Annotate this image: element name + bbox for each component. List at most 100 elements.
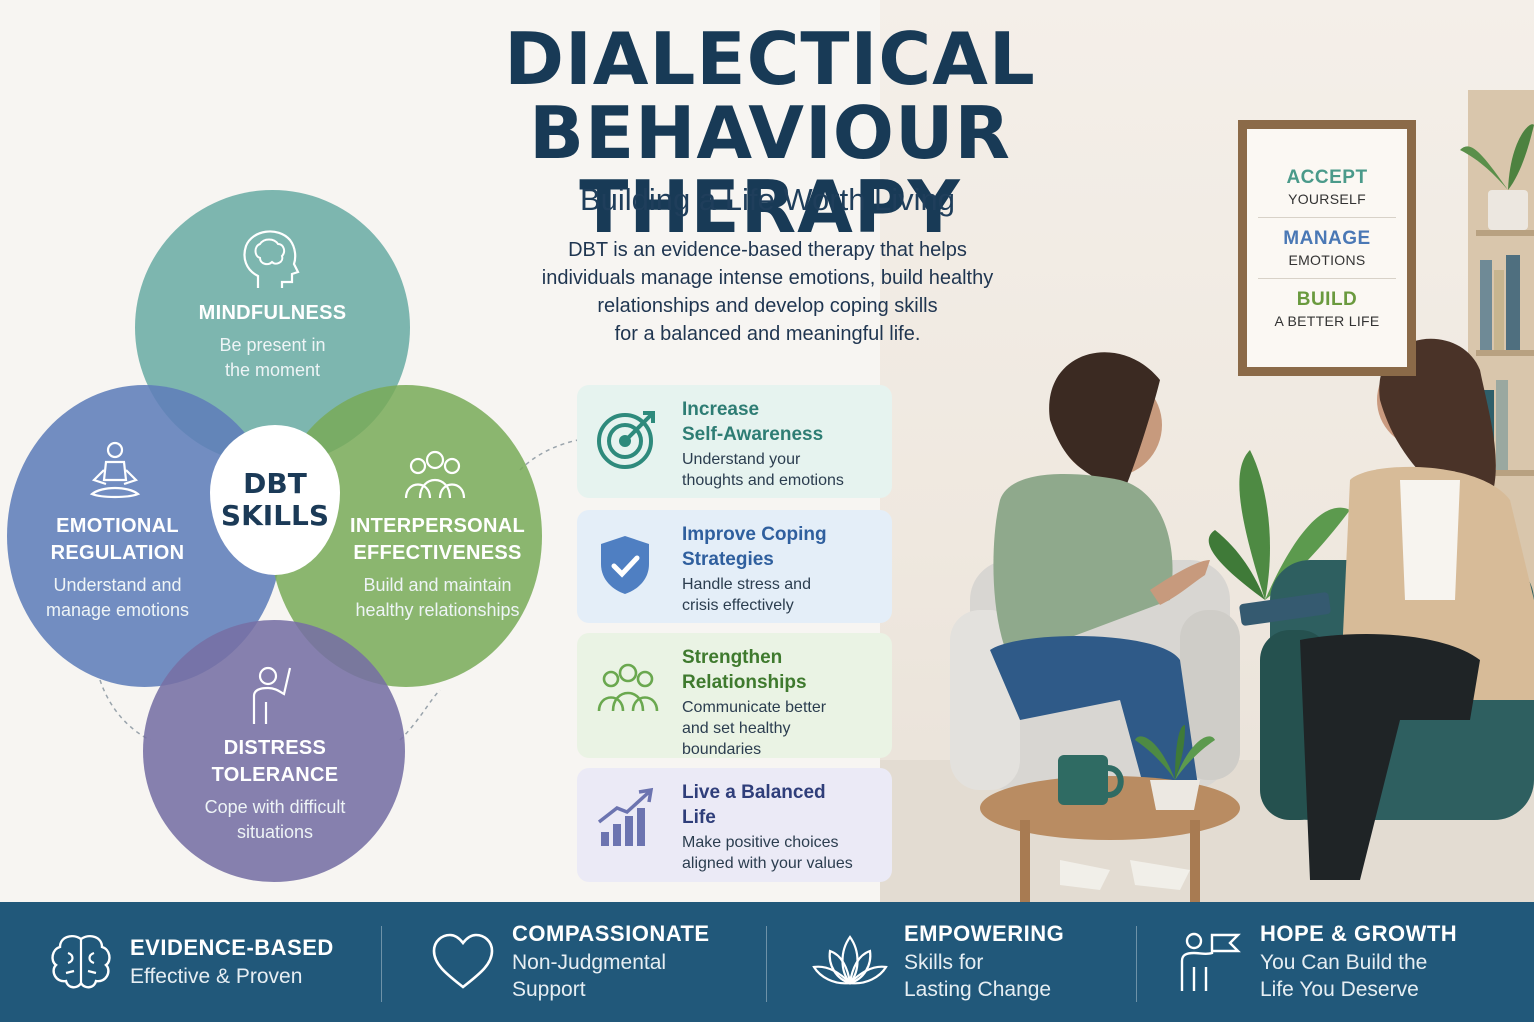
- benefit-card-coping: Improve Coping Strategies Handle stress …: [577, 510, 892, 623]
- mindfulness-desc: Be present in the moment: [175, 333, 370, 383]
- meditation-icon: [89, 441, 141, 499]
- footer-desc-compassionate-2: Support: [512, 978, 586, 1001]
- intro-line-1: DBT is an evidence-based therapy that he…: [568, 239, 967, 261]
- benefit-desc-3b: and set healthy: [682, 720, 791, 737]
- benefit-title-1a: Increase: [682, 399, 760, 420]
- dbt-skills-center: DBT SKILLS: [210, 425, 340, 575]
- benefit-card-self-awareness: Increase Self-Awareness Understand your …: [577, 385, 892, 498]
- interpersonal-title-1: INTERPERSONAL: [349, 515, 526, 537]
- benefit-desc-2a: Handle stress and: [682, 576, 811, 593]
- emotional-desc-2: manage emotions: [45, 600, 190, 620]
- distress-desc: Cope with difficult situations: [175, 795, 375, 845]
- benefit-desc-1b: thoughts and emotions: [682, 472, 844, 489]
- benefit-title-2a: Improve Coping: [682, 524, 827, 545]
- poster-manage-sub: EMOTIONS: [1288, 252, 1366, 268]
- benefit-title-3b: Relationships: [682, 672, 807, 693]
- footer-desc-evidence: Effective & Proven: [130, 964, 303, 988]
- distress-desc-1: Cope with difficult: [204, 797, 346, 817]
- footer-divider: [381, 926, 382, 1002]
- footer-title-evidence: EVIDENCE-BASED: [130, 934, 334, 960]
- benefit-desc-1a: Understand your: [682, 451, 801, 468]
- growth-chart-icon: [597, 787, 654, 846]
- intro-line-2: individuals manage intense emotions, bui…: [541, 267, 994, 289]
- emotional-desc-1: Understand and: [53, 575, 182, 595]
- distress-tolerance-label: DISTRESS TOLERANCE Cope with difficult s…: [175, 735, 375, 845]
- footer-text-hope: HOPE & GROWTH You Can Build the Life You…: [1260, 921, 1457, 1003]
- title-line-2: BEHAVIOUR THERAPY: [529, 91, 1011, 249]
- footer-desc-hope-2: Life You Deserve: [1260, 978, 1419, 1001]
- group-icon: [404, 450, 466, 499]
- footer-title-hope: HOPE & GROWTH: [1260, 921, 1458, 946]
- therapy-session-illustration: [880, 0, 1534, 902]
- mindfulness-desc-1: Be present in: [219, 335, 326, 355]
- footer-item-compassionate: COMPASSIONATE Non-Judgmental Support: [428, 902, 710, 1022]
- footer-divider: [1136, 926, 1137, 1002]
- mindfulness-label: MINDFULNESS Be present in the moment: [175, 300, 370, 383]
- raised-hand-icon: [252, 666, 292, 724]
- distress-tolerance-circle: [143, 620, 405, 882]
- benefit-desc-4: Make positive choices aligned with your …: [682, 832, 878, 874]
- benefit-title-2b: Strategies: [682, 549, 774, 570]
- interpersonal-desc-2: healthy relationships: [355, 600, 520, 620]
- footer-text-empowering: EMPOWERING Skills for Lasting Change: [904, 921, 1064, 1003]
- poster-manage: MANAGE: [1283, 228, 1371, 249]
- footer-title-empowering: EMPOWERING: [904, 921, 1065, 946]
- mindfulness-desc-2: the moment: [224, 360, 321, 380]
- benefit-desc-3c: boundaries: [682, 741, 762, 758]
- page-subtitle: Building a Life Worth Living: [579, 182, 956, 217]
- interpersonal-title-2: EFFECTIVENESS: [353, 542, 522, 564]
- poster-accept: ACCEPT: [1286, 167, 1368, 188]
- emotional-title-1: EMOTIONAL: [56, 515, 179, 537]
- benefit-desc-2b: crisis effectively: [682, 597, 794, 614]
- interpersonal-desc: Build and maintain healthy relationships: [340, 573, 535, 623]
- emotional-desc: Understand and manage emotions: [20, 573, 215, 623]
- benefit-desc-1: Understand your thoughts and emotions: [682, 449, 878, 491]
- center-label-1: DBT: [243, 467, 307, 500]
- benefit-card-balanced-life: Live a Balanced Life Make positive choic…: [577, 768, 892, 882]
- benefit-desc-3a: Communicate better: [682, 699, 827, 716]
- values-footer-bar: EVIDENCE-BASED Effective & Proven COMPAS…: [0, 902, 1534, 1022]
- poster-build: BUILD: [1296, 289, 1358, 310]
- heart-icon: [432, 933, 494, 989]
- benefit-title-4b: Life: [682, 807, 716, 828]
- footer-desc-empowering-1: Skills for: [904, 951, 984, 974]
- interpersonal-effectiveness-label: INTERPERSONAL EFFECTIVENESS Build and ma…: [340, 513, 535, 623]
- benefit-title-1b: Self-Awareness: [682, 424, 824, 445]
- benefit-desc-4b: aligned with your values: [682, 855, 853, 872]
- footer-desc-compassionate-1: Non-Judgmental: [512, 951, 667, 974]
- benefit-desc-2: Handle stress and crisis effectively: [682, 574, 878, 616]
- footer-divider: [766, 926, 767, 1002]
- intro-paragraph: DBT is an evidence-based therapy that he…: [480, 236, 1055, 348]
- distress-title-2: TOLERANCE: [211, 764, 339, 786]
- benefit-card-relationships: Strengthen Relationships Communicate bet…: [577, 633, 892, 758]
- mindfulness-title: MINDFULNESS: [198, 302, 347, 324]
- footer-title-compassionate: COMPASSIONATE: [512, 921, 710, 946]
- intro-line-3: relationships and develop coping skills: [597, 295, 938, 317]
- benefit-title-3a: Strengthen: [682, 647, 783, 668]
- target-icon: [597, 411, 655, 469]
- poster-build-sub: A BETTER LIFE: [1274, 313, 1380, 329]
- interpersonal-desc-1: Build and maintain: [363, 575, 512, 595]
- benefit-desc-4a: Make positive choices: [682, 834, 839, 851]
- benefit-desc-3: Communicate better and set healthy bound…: [682, 697, 878, 760]
- distress-desc-2: situations: [236, 822, 314, 842]
- brain-head-icon: [243, 230, 300, 288]
- emotional-title-2: REGULATION: [50, 542, 185, 564]
- wall-poster: ACCEPT YOURSELF MANAGE EMOTIONS BUILD A …: [1238, 120, 1416, 376]
- footer-item-hope: HOPE & GROWTH You Can Build the Life You…: [1176, 902, 1457, 1022]
- distress-title-1: DISTRESS: [223, 737, 327, 759]
- lotus-icon: [812, 935, 888, 985]
- shield-check-icon: [601, 536, 649, 594]
- intro-line-4: for a balanced and meaningful life.: [614, 323, 921, 345]
- title-line-1: DIALECTICAL: [504, 17, 1036, 101]
- footer-desc-hope-1: You Can Build the: [1260, 951, 1428, 974]
- emotional-regulation-label: EMOTIONAL REGULATION Understand and mana…: [20, 513, 215, 623]
- footer-item-empowering: EMPOWERING Skills for Lasting Change: [810, 902, 1064, 1022]
- poster-accept-sub: YOURSELF: [1288, 191, 1366, 207]
- people-icon: [597, 663, 659, 712]
- footer-desc-empowering-2: Lasting Change: [904, 978, 1052, 1001]
- benefit-title-4a: Live a Balanced: [682, 782, 826, 803]
- footer-item-evidence: EVIDENCE-BASED Effective & Proven: [46, 902, 334, 1022]
- footer-text-evidence: EVIDENCE-BASED Effective & Proven: [130, 935, 334, 990]
